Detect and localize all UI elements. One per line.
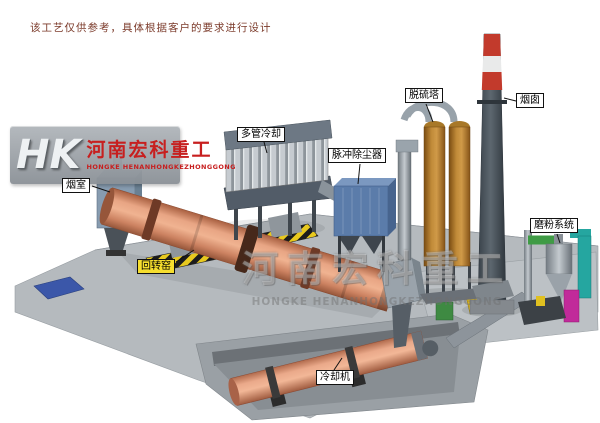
logo-text-block: 河南宏科重工 HONGKE HENANHONGKEZHONGGONG [86, 139, 235, 172]
label-chimney: 烟囱 [516, 93, 544, 108]
label-rotary-kiln: 回转窑 [137, 259, 175, 274]
cooling-machine [228, 330, 439, 408]
label-desulfurization-tower: 脱硫塔 [405, 88, 443, 103]
pulse-dust-collector [333, 139, 419, 272]
label-pulse-dust-collector: 脉冲除尘器 [328, 148, 386, 163]
kiln-hood [379, 257, 426, 348]
blue-pad [33, 276, 85, 300]
desulfurization-towers [400, 99, 484, 304]
logo-initials: HK [16, 132, 81, 178]
label-cooling-machine: 冷却机 [316, 370, 354, 385]
grinding-system [518, 229, 592, 325]
leader-lines [91, 97, 561, 371]
company-logo-watermark: HK 河南宏科重工 HONGKE HENANHONGKEZHONGGONG [10, 126, 235, 184]
label-smoke-chamber: 烟室 [62, 178, 90, 193]
chimney [469, 33, 515, 315]
disclaimer-text: 该工艺仅供参考，具体根据客户的要求进行设计 [30, 22, 272, 34]
label-grinding-system: 磨粉系统 [530, 218, 578, 233]
logo-company-name-en: HONGKE HENANHONGKEZHONGGONG [86, 163, 236, 172]
logo-company-name-cn: 河南宏科重工 [86, 138, 213, 161]
label-multi-tube-cooler: 多管冷却 [237, 127, 285, 142]
